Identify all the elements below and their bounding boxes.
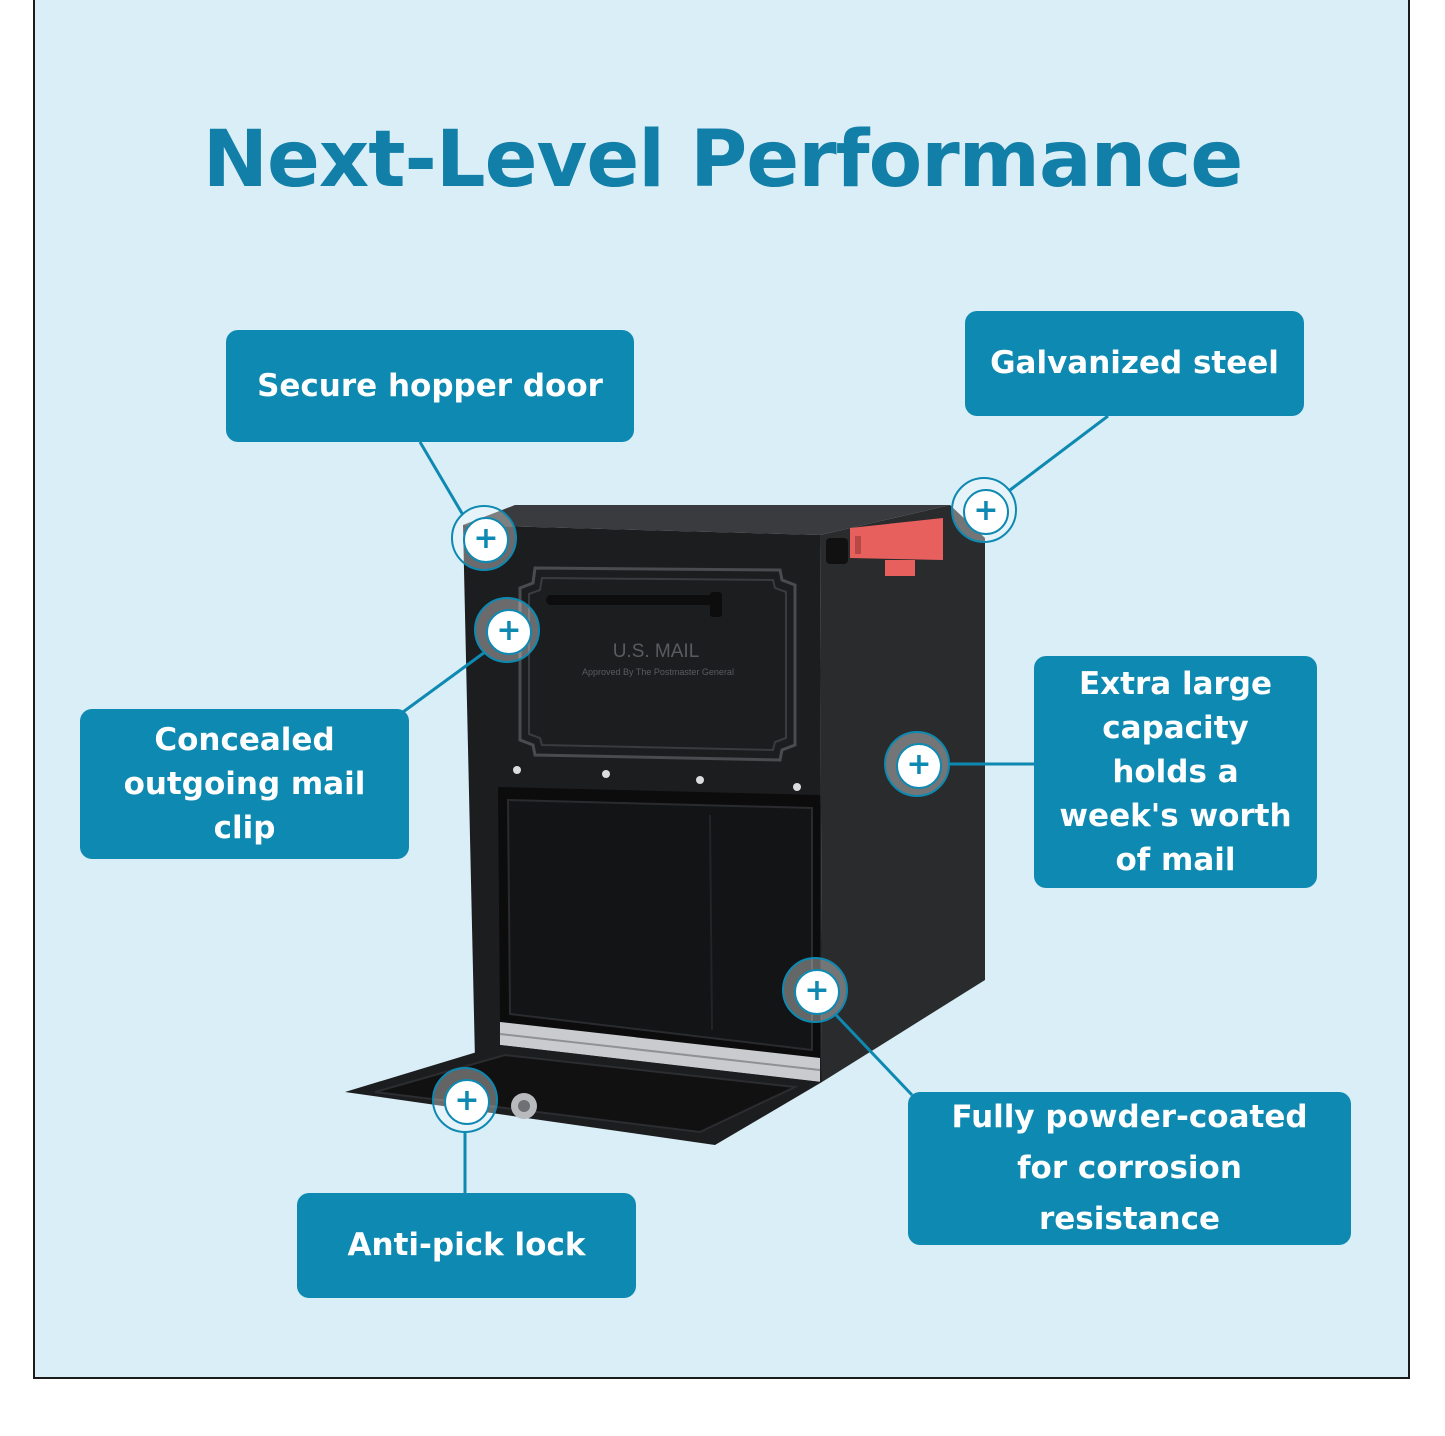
hotspot-mail-clip[interactable]: + bbox=[474, 597, 540, 663]
callout-label: Galvanized steel bbox=[990, 345, 1279, 382]
callout-galvanized-steel: Galvanized steel bbox=[965, 311, 1304, 416]
callout-secure-hopper-door: Secure hopper door bbox=[226, 330, 634, 442]
callout-label: Anti-pick lock bbox=[347, 1227, 586, 1264]
callout-label: Secure hopper door bbox=[257, 367, 603, 404]
hotspot-powder-coated[interactable]: + bbox=[782, 957, 848, 1023]
callout-label: Extra large capacity holds a week's wort… bbox=[1059, 665, 1292, 879]
mailbox-approval-text: Approved By The Postmaster General bbox=[582, 667, 734, 677]
plus-icon: + bbox=[973, 493, 999, 528]
hotspot-anti-pick-lock[interactable]: + bbox=[432, 1067, 498, 1133]
callout-anti-pick-lock: Anti-pick lock bbox=[297, 1193, 636, 1298]
callout-powder-coated: Fully powder-coated for corrosion resist… bbox=[908, 1092, 1351, 1245]
plus-icon: + bbox=[906, 747, 932, 782]
callout-label: Fully powder-coated for corrosion resist… bbox=[951, 1098, 1308, 1238]
page-title: Next-Level Performance bbox=[202, 115, 1244, 205]
plus-icon: + bbox=[804, 973, 830, 1008]
callout-concealed-mail-clip: Concealed outgoing mail clip bbox=[80, 709, 409, 859]
hotspot-hopper-door[interactable]: + bbox=[451, 505, 517, 571]
hotspot-capacity[interactable]: + bbox=[884, 731, 950, 797]
plus-icon: + bbox=[473, 521, 499, 556]
hotspot-galvanized-steel[interactable]: + bbox=[951, 477, 1017, 543]
plus-icon: + bbox=[496, 613, 522, 648]
callout-label: Concealed outgoing mail clip bbox=[123, 721, 366, 846]
mailbox-embossed-text: U.S. MAIL bbox=[613, 641, 700, 662]
callout-extra-large-capacity: Extra large capacity holds a week's wort… bbox=[1034, 656, 1317, 888]
plus-icon: + bbox=[454, 1083, 480, 1118]
